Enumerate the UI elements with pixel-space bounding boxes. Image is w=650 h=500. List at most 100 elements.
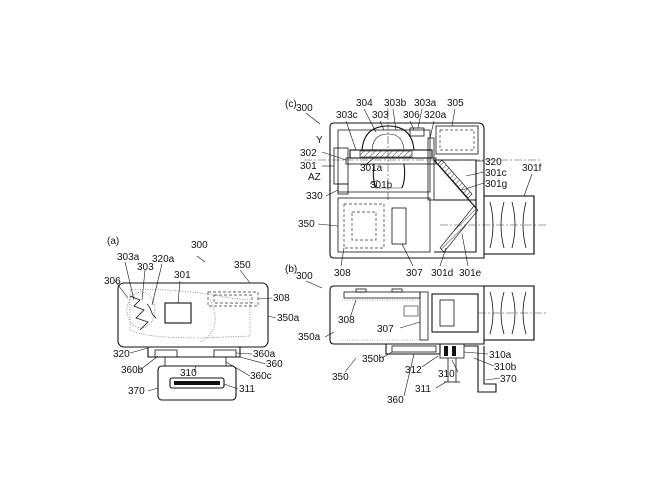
label-303-c: 303	[372, 110, 389, 121]
label-306-a: 306	[104, 276, 121, 287]
pin2-b	[452, 346, 456, 356]
label-302-c: 302	[300, 148, 317, 159]
lead-301-a	[177, 280, 181, 304]
lens-barrel-301f-c	[483, 195, 535, 255]
label-305-c: 305	[447, 98, 464, 109]
label-Y-c: Y	[316, 135, 323, 146]
lead-312-b	[421, 355, 439, 368]
label-320-a: 320	[113, 349, 130, 360]
label-350a-a: 350a	[277, 313, 300, 324]
lead-311-b	[435, 381, 447, 389]
label-310b-b: 310b	[494, 362, 517, 373]
label-301a-c: 301a	[360, 163, 383, 174]
label-310-a: 310	[180, 368, 197, 379]
lens-301b-c	[372, 163, 406, 189]
lead-350-a	[239, 269, 251, 284]
housing-a	[117, 282, 269, 348]
label-320a-c: 320a	[424, 110, 447, 121]
prism-hatch-c	[437, 159, 473, 199]
label-310-b: 310	[438, 369, 455, 380]
label-300-b: 300	[296, 271, 313, 282]
mirror-301e-c	[439, 205, 479, 253]
block-301-c	[333, 147, 349, 185]
label-370-b: 370	[500, 374, 517, 385]
label-301f-c: 301f	[522, 163, 542, 174]
lead-303a-c	[417, 108, 423, 129]
bracket-370-b	[464, 345, 497, 393]
label-300-c: 300	[296, 103, 313, 114]
mount-350b-b	[385, 344, 441, 355]
panel-a-label: (a)	[107, 236, 119, 247]
label-308-c: 308	[334, 268, 351, 279]
box-305-inner-c	[439, 129, 475, 151]
lead-301d-c	[439, 247, 447, 267]
lead-301c-c	[465, 171, 485, 177]
lead-350b-b	[381, 351, 393, 359]
curve-320a-a	[146, 303, 157, 319]
label-360b-a: 360b	[121, 365, 144, 376]
lead-320a-c	[429, 120, 435, 139]
slot-311-fill-a	[174, 381, 220, 385]
lead-308-a	[257, 297, 273, 300]
lead-305-c	[451, 108, 456, 127]
part-320-c	[427, 137, 435, 201]
housing-b	[329, 285, 535, 345]
label-301g-c: 301g	[485, 179, 507, 190]
label-304-c: 304	[356, 98, 373, 109]
label-303a-a: 303a	[117, 252, 140, 263]
circle-303-a	[126, 291, 156, 329]
label-301c-c: 301c	[485, 168, 507, 179]
mount-inner-b	[391, 345, 437, 353]
label-360-b: 360	[387, 395, 404, 406]
label-301-c: 301	[300, 161, 317, 172]
sensor-window-a	[164, 302, 192, 324]
cable-311-b	[447, 358, 457, 382]
lead-370-a	[147, 387, 159, 392]
lead-360-a	[239, 356, 267, 365]
lead-308-b	[349, 299, 357, 319]
lead-320-a	[129, 347, 149, 354]
lower-frame-c	[337, 197, 431, 253]
label-350b-b: 350b	[362, 354, 385, 365]
lead-360a-a	[235, 352, 253, 355]
panel-a: (a)	[104, 236, 300, 401]
inner-curve-a	[199, 299, 216, 343]
sensor-hatch-c	[359, 150, 413, 158]
component-308-inner-c	[351, 211, 377, 241]
component-307-c	[391, 207, 407, 245]
component-308-inner-a	[213, 294, 253, 304]
lead-308-c	[340, 247, 345, 267]
label-350-a: 350	[234, 260, 251, 271]
lead-306-c	[409, 120, 415, 131]
part-306-c	[409, 127, 425, 137]
label-330-c: 330	[306, 191, 323, 202]
mount-360-a	[147, 347, 241, 358]
lead-310b-b	[473, 357, 495, 367]
component-308-c	[343, 203, 385, 249]
lead-320a-a	[151, 263, 163, 306]
lead-307-b	[399, 321, 421, 329]
holder-302-c	[345, 157, 437, 165]
label-360c-a: 360c	[250, 371, 272, 382]
board-chip2-b	[391, 288, 403, 293]
slot-311-a	[169, 377, 225, 389]
label-303a-c: 303a	[414, 98, 437, 109]
connector-310-b	[439, 343, 465, 359]
label-310a-b: 310a	[489, 350, 512, 361]
lead-310-b	[451, 359, 459, 373]
label-AZ-c: AZ	[308, 172, 321, 183]
lead-303-c	[379, 120, 385, 131]
label-311-a: 311	[239, 384, 255, 395]
component-308-a	[207, 291, 259, 307]
motor-inner-b	[439, 299, 455, 327]
lead-306-a	[114, 280, 129, 299]
lead-360-b	[403, 353, 415, 397]
mount-360a-a	[213, 349, 237, 358]
lead-350-c	[317, 223, 339, 227]
label-320-c: 320	[485, 157, 502, 168]
label-312-b: 312	[405, 365, 422, 376]
label-350a-b: 350a	[298, 332, 321, 343]
lead-310-a	[193, 365, 197, 373]
panel-b: (b)	[285, 264, 548, 406]
